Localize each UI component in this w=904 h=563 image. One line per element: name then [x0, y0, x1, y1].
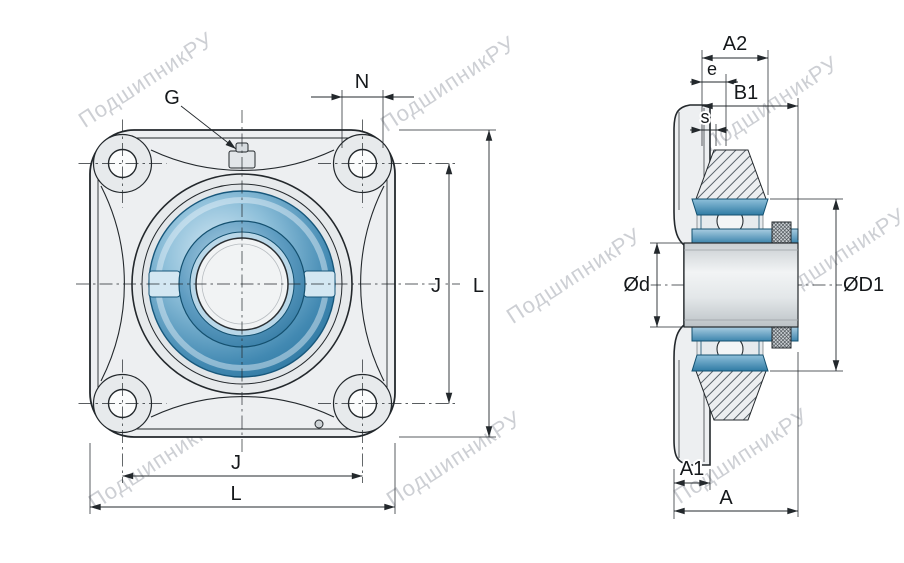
drain-hole — [314, 419, 324, 429]
dimension-j-vertical: J — [429, 163, 453, 404]
watermark-text: ПодшипникРУ — [382, 406, 526, 512]
label-l-vertical: L — [473, 275, 484, 297]
front-view: G N J L J — [76, 69, 496, 514]
centerlines-front — [76, 110, 460, 483]
label-n: N — [355, 71, 369, 93]
side-view: A2 e B1 s Ød — [621, 31, 886, 519]
label-od: Ød — [623, 274, 650, 296]
dimension-a1: A1 — [673, 456, 711, 519]
label-b1: B1 — [734, 82, 758, 104]
dimension-a: A — [673, 352, 799, 517]
dimension-e: e — [690, 57, 738, 146]
dimension-j-horizontal: J — [122, 450, 363, 480]
label-g: G — [164, 87, 180, 109]
dimension-bolt-hole-n: N — [311, 69, 414, 148]
bearing-section-top — [691, 198, 799, 244]
set-screw-top — [771, 221, 792, 244]
dimension-grease-fitting: G — [162, 85, 237, 150]
flange-lobe-contour — [100, 149, 385, 418]
shaft-bore-side — [683, 242, 799, 328]
bolt-hole-top-left — [92, 133, 153, 194]
label-od1: ØD1 — [843, 274, 884, 296]
label-a1: A1 — [680, 458, 704, 480]
label-j-vertical: J — [431, 275, 441, 297]
set-screw-bottom — [771, 326, 792, 349]
label-a: A — [719, 487, 733, 509]
label-j-horizontal: J — [231, 452, 241, 474]
dimension-l-horizontal: L — [89, 443, 396, 514]
bearing-section-bottom — [691, 326, 799, 372]
label-e: e — [707, 59, 717, 79]
label-l-horizontal: L — [230, 483, 241, 505]
watermark-text: ПодшипникРУ — [74, 27, 218, 133]
dimension-s: s — [690, 105, 728, 146]
dimension-b1: B1 — [701, 80, 799, 240]
label-a2: A2 — [723, 33, 747, 55]
dimension-outer-diameter: ØD1 — [770, 198, 886, 372]
watermark-text: ПодшипникРУ — [376, 31, 520, 137]
dimension-shaft-diameter: Ød — [621, 242, 682, 328]
label-s: s — [701, 107, 710, 127]
flange-inner-edge — [97, 137, 388, 430]
dimension-l-vertical: L — [399, 129, 496, 438]
watermark-text: ПодшипникРУ — [699, 51, 843, 157]
